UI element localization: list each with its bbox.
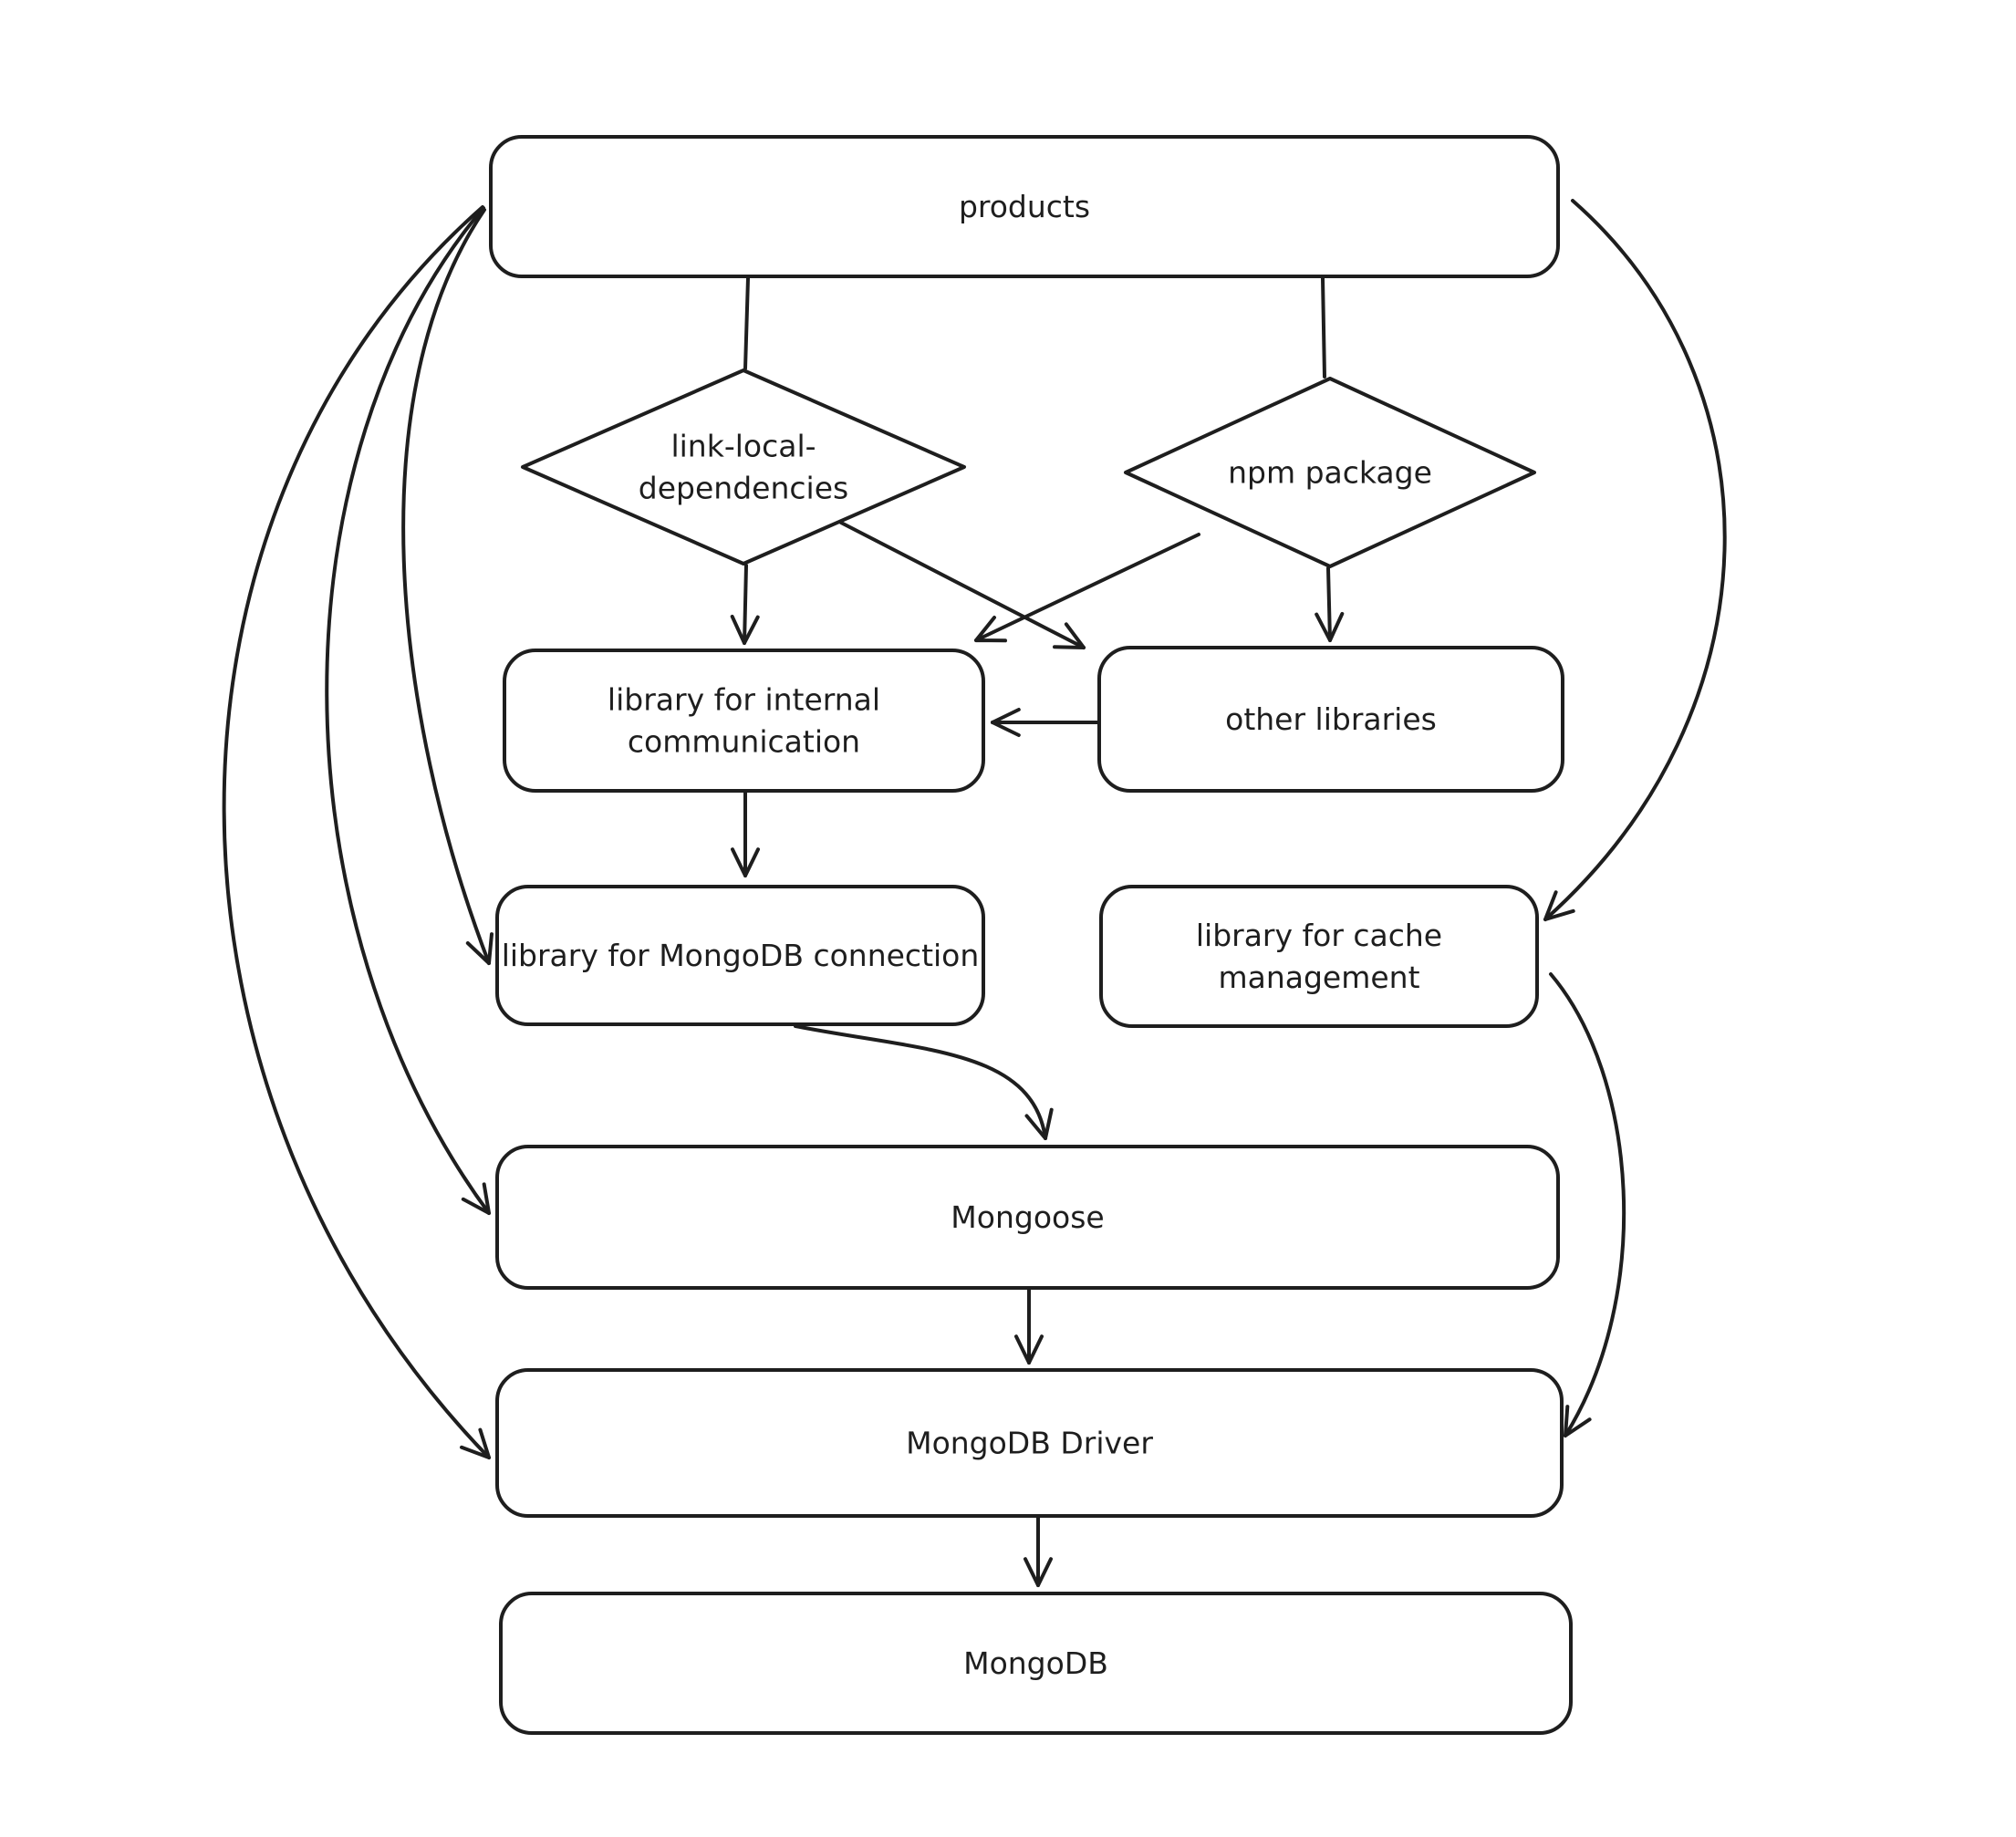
products-label: products xyxy=(959,189,1090,224)
edge-npm-package-to-other-libraries xyxy=(1315,566,1345,642)
node-npm-package: npm package xyxy=(1124,377,1536,568)
node-mongodb: MongoDB xyxy=(499,1592,1573,1735)
library-cache-management-box xyxy=(1099,885,1539,1028)
products-box xyxy=(489,135,1560,278)
mongodb-driver-box xyxy=(495,1368,1564,1518)
arrowhead xyxy=(461,1182,491,1215)
mongoose-label: Mongoose xyxy=(951,1199,1104,1235)
arrowhead xyxy=(1024,1557,1053,1587)
mongodb-box xyxy=(499,1592,1573,1735)
edge-other-libraries-to-library-internal-communication xyxy=(991,708,1101,737)
edge-link-local-dependencies-to-other-libraries xyxy=(839,521,1086,649)
library-mongodb-connection-label: library for MongoDB connection xyxy=(502,938,980,973)
mongodb-driver-label: MongoDB Driver xyxy=(906,1426,1153,1461)
link-local-dependencies-label: link-local-dependencies xyxy=(639,429,848,506)
edge-mongoose-to-mongodb-driver xyxy=(1014,1288,1044,1365)
library-mongodb-connection-box xyxy=(495,885,985,1026)
arrowhead xyxy=(730,614,760,645)
node-mongoose: Mongoose xyxy=(495,1145,1560,1290)
node-products: products xyxy=(489,135,1560,278)
arrowhead xyxy=(991,708,1021,737)
link-local-dependencies-diamond xyxy=(521,368,966,566)
mongodb-label: MongoDB xyxy=(963,1645,1108,1681)
arrowhead xyxy=(1564,1405,1592,1437)
edge-products-to-library-mongodb-connection xyxy=(401,208,494,965)
arrowhead xyxy=(465,932,494,965)
arrowhead xyxy=(1024,1107,1054,1140)
edge-library-cache-management-to-mongodb-driver xyxy=(1549,972,1626,1437)
other-libraries-label: other libraries xyxy=(1225,701,1437,737)
edge-link-local-dependencies-to-library-internal-communication xyxy=(730,564,760,645)
nodes-layer: products link-local-dependencies npm packa… xyxy=(489,135,1573,1735)
arrowhead xyxy=(1053,622,1086,649)
edge-products-to-mongodb-driver xyxy=(222,205,491,1459)
edge-mongodb-driver-to-mongodb xyxy=(1024,1516,1053,1587)
edge-products-to-npm-package xyxy=(1321,276,1326,379)
other-libraries-box xyxy=(1097,646,1564,793)
mongoose-box xyxy=(495,1145,1560,1290)
edge-products-to-library-cache-management xyxy=(1543,199,1727,921)
node-mongodb-driver: MongoDB Driver xyxy=(495,1368,1564,1518)
arrowhead xyxy=(974,616,1007,643)
edge-products-to-link-local-dependencies xyxy=(743,276,750,370)
edges-layer xyxy=(222,199,1727,1587)
arrowhead xyxy=(1315,611,1345,642)
node-link-local-dependencies: link-local-dependencies xyxy=(521,368,966,566)
arrowhead xyxy=(731,847,760,877)
library-internal-communication-box xyxy=(503,649,985,793)
npm-package-diamond xyxy=(1124,377,1536,568)
edge-products-to-mongoose xyxy=(325,206,491,1215)
edge-library-mongodb-connection-to-mongoose xyxy=(794,1024,1054,1140)
arrowhead xyxy=(1014,1334,1044,1365)
edge-library-internal-communication-to-library-mongodb-connection xyxy=(731,791,760,877)
arrowhead xyxy=(460,1427,491,1459)
node-library-mongodb-connection: library for MongoDB connection xyxy=(495,885,985,1026)
arrowhead xyxy=(1543,890,1575,921)
node-other-libraries: other libraries xyxy=(1097,646,1564,793)
npm-package-label: npm package xyxy=(1228,455,1432,491)
edge-npm-package-to-library-internal-communication xyxy=(974,533,1200,643)
